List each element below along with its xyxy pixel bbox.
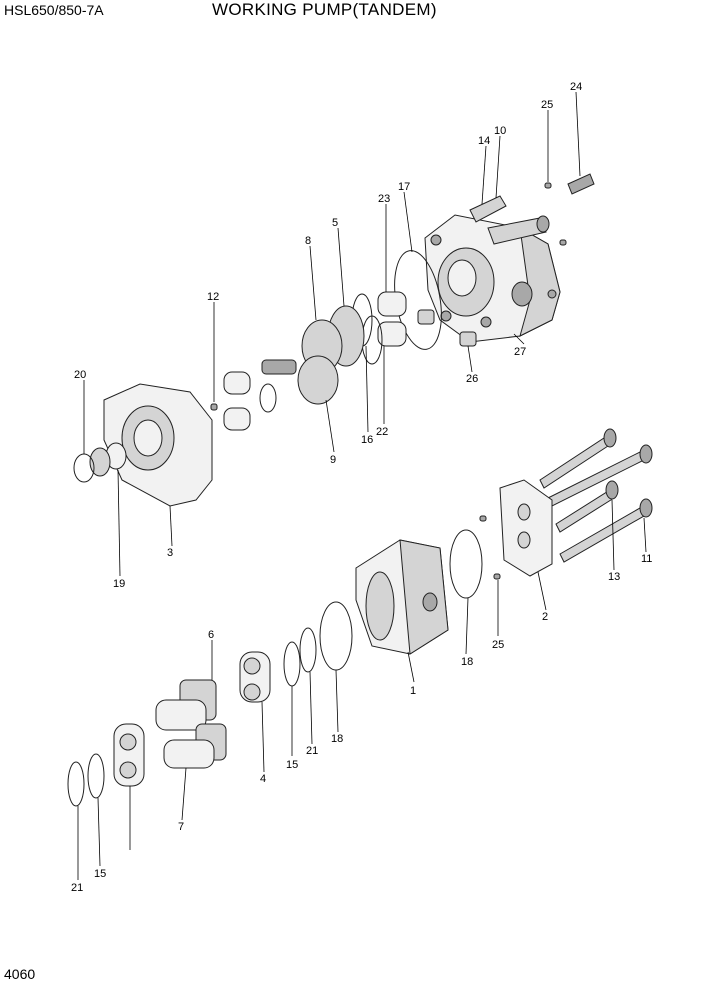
callout-17: 17 (398, 181, 410, 193)
part-seal-ring (299, 627, 317, 673)
callout-10: 10 (494, 125, 506, 137)
callout-21b: 21 (71, 882, 83, 894)
part-pin (479, 515, 487, 522)
leader-lines (77, 91, 647, 880)
part-gear-pair (261, 305, 365, 405)
callout-18: 18 (331, 733, 343, 745)
callout-14: 14 (478, 135, 490, 147)
callout-3: 3 (167, 547, 173, 559)
callout-1: 1 (410, 685, 416, 697)
callout-25b: 25 (492, 639, 504, 651)
callout-7: 7 (178, 821, 184, 833)
callout-15b: 15 (94, 868, 106, 880)
part-pin (544, 182, 552, 189)
callout-labels: 1 2 3 4 5 6 7 8 9 10 11 12 13 14 15 15 1… (71, 81, 652, 894)
part-pin (493, 573, 501, 580)
callout-2: 2 (542, 611, 548, 623)
callout-20: 20 (74, 369, 86, 381)
part-front-bushings (223, 371, 277, 431)
callout-9: 9 (330, 454, 336, 466)
part-seal-ring (283, 641, 301, 687)
part-stud (567, 173, 595, 195)
callout-26: 26 (466, 373, 478, 385)
part-pin (559, 239, 567, 246)
page-number: 4060 (4, 966, 36, 982)
callout-22: 22 (376, 426, 388, 438)
part-pin (210, 403, 218, 411)
part-bearing-blocks (377, 291, 407, 347)
callout-18b: 18 (461, 656, 473, 668)
part-bearing-block (239, 651, 271, 703)
callout-25: 25 (541, 99, 553, 111)
part-seal-ring (67, 761, 85, 807)
part-gasket (449, 529, 483, 599)
part-gasket (319, 601, 353, 671)
part-fitting-plugs (469, 195, 550, 245)
part-rear-body-housing (424, 214, 561, 343)
diagram-title: WORKING PUMP(TANDEM) (212, 0, 437, 19)
callout-8: 8 (305, 235, 311, 247)
callout-24: 24 (570, 81, 582, 93)
model-code: HSL650/850-7A (4, 2, 104, 18)
callout-21: 21 (306, 745, 318, 757)
part-oil-seal (89, 447, 111, 477)
callout-5: 5 (332, 217, 338, 229)
callout-19: 19 (113, 578, 125, 590)
part-seal-ring (87, 753, 105, 799)
callout-27: 27 (514, 346, 526, 358)
callout-4: 4 (260, 773, 266, 785)
callout-6: 6 (208, 629, 214, 641)
part-drive-gears (155, 679, 227, 769)
callout-16: 16 (361, 434, 373, 446)
part-through-bolts (539, 428, 653, 563)
callout-12: 12 (207, 291, 219, 303)
part-pump-body (355, 539, 449, 655)
callout-15: 15 (286, 759, 298, 771)
callout-13: 13 (608, 571, 620, 583)
callout-11: 11 (641, 553, 652, 565)
callout-23: 23 (378, 193, 390, 205)
part-bearing-block (113, 723, 145, 787)
part-end-plate (499, 479, 553, 577)
